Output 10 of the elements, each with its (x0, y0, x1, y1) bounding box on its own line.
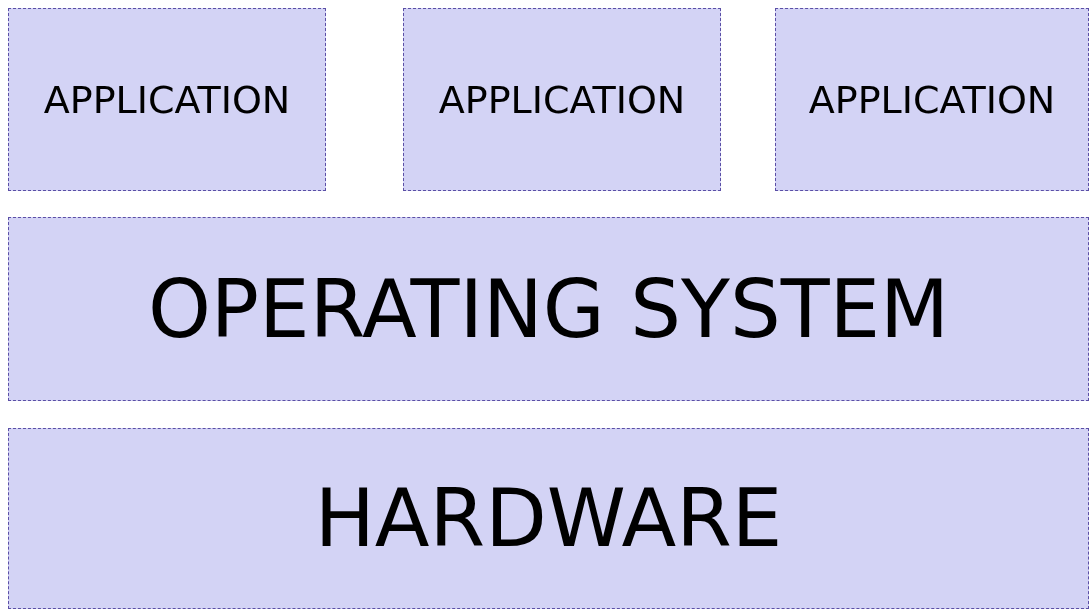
operating-system-layer (8, 217, 1089, 401)
layer-label: HARDWARE (314, 472, 783, 565)
layer-label: OPERATING SYSTEM (147, 262, 950, 356)
layer-label: APPLICATION (808, 77, 1056, 122)
layer-label: APPLICATION (43, 77, 291, 122)
hardware-layer (8, 428, 1089, 609)
application-box (8, 8, 326, 191)
application-box (775, 8, 1089, 191)
layer-label: APPLICATION (438, 77, 686, 122)
application-box (403, 8, 721, 191)
